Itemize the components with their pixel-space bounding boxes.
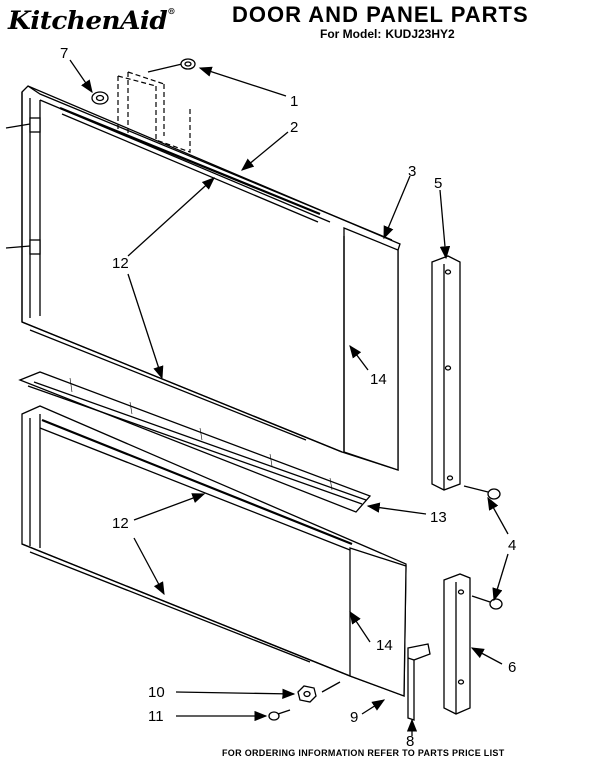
model-label: For Model: xyxy=(320,27,382,41)
callout-7: 7 xyxy=(60,45,68,62)
upper-door-panel xyxy=(5,85,401,471)
side-trim-part-6 xyxy=(443,573,471,715)
top-screw-part-1 xyxy=(147,58,196,73)
callout-14-lower: 14 xyxy=(376,637,393,654)
hinge-phantom xyxy=(117,71,191,153)
leader-lines xyxy=(69,59,509,736)
nut-part-10 xyxy=(297,685,317,703)
channel-part-13 xyxy=(18,371,372,513)
page-title: DOOR AND PANEL PARTS xyxy=(232,2,529,27)
model-number: KUDJ23HY2 xyxy=(385,27,455,41)
callout-11: 11 xyxy=(148,708,164,725)
callout-5: 5 xyxy=(434,175,442,192)
callout-3: 3 xyxy=(408,163,416,180)
bumper-part-7 xyxy=(91,91,109,105)
callout-14-upper: 14 xyxy=(370,371,387,388)
lower-door-panel xyxy=(21,405,407,697)
ordering-footer: FOR ORDERING INFORMATION REFER TO PARTS … xyxy=(222,748,505,758)
callout-4: 4 xyxy=(508,537,516,554)
callout-2: 2 xyxy=(290,119,298,136)
callout-8: 8 xyxy=(406,733,414,750)
callout-12-lower: 12 xyxy=(112,515,129,532)
brand-name: KitchenAid xyxy=(8,6,168,35)
callout-9: 9 xyxy=(350,709,358,726)
model-line: For Model:KUDJ23HY2 xyxy=(316,27,455,41)
side-trim-part-5 xyxy=(431,255,461,491)
callout-1: 1 xyxy=(290,93,298,110)
brand-logo: KitchenAid® xyxy=(8,6,176,35)
bracket-part-8 xyxy=(407,643,431,721)
screw-part-11 xyxy=(268,709,291,721)
callout-12-upper: 12 xyxy=(112,255,129,272)
callout-13: 13 xyxy=(430,509,447,526)
screw-part-4-upper xyxy=(463,485,501,500)
brand-registered-mark: ® xyxy=(167,6,176,16)
callout-6: 6 xyxy=(508,659,516,676)
screw-part-4-lower xyxy=(471,595,503,610)
callout-labels: 1 2 3 4 5 6 7 8 9 10 11 12 13 14 12 14 xyxy=(60,45,516,750)
callout-10: 10 xyxy=(148,684,165,701)
